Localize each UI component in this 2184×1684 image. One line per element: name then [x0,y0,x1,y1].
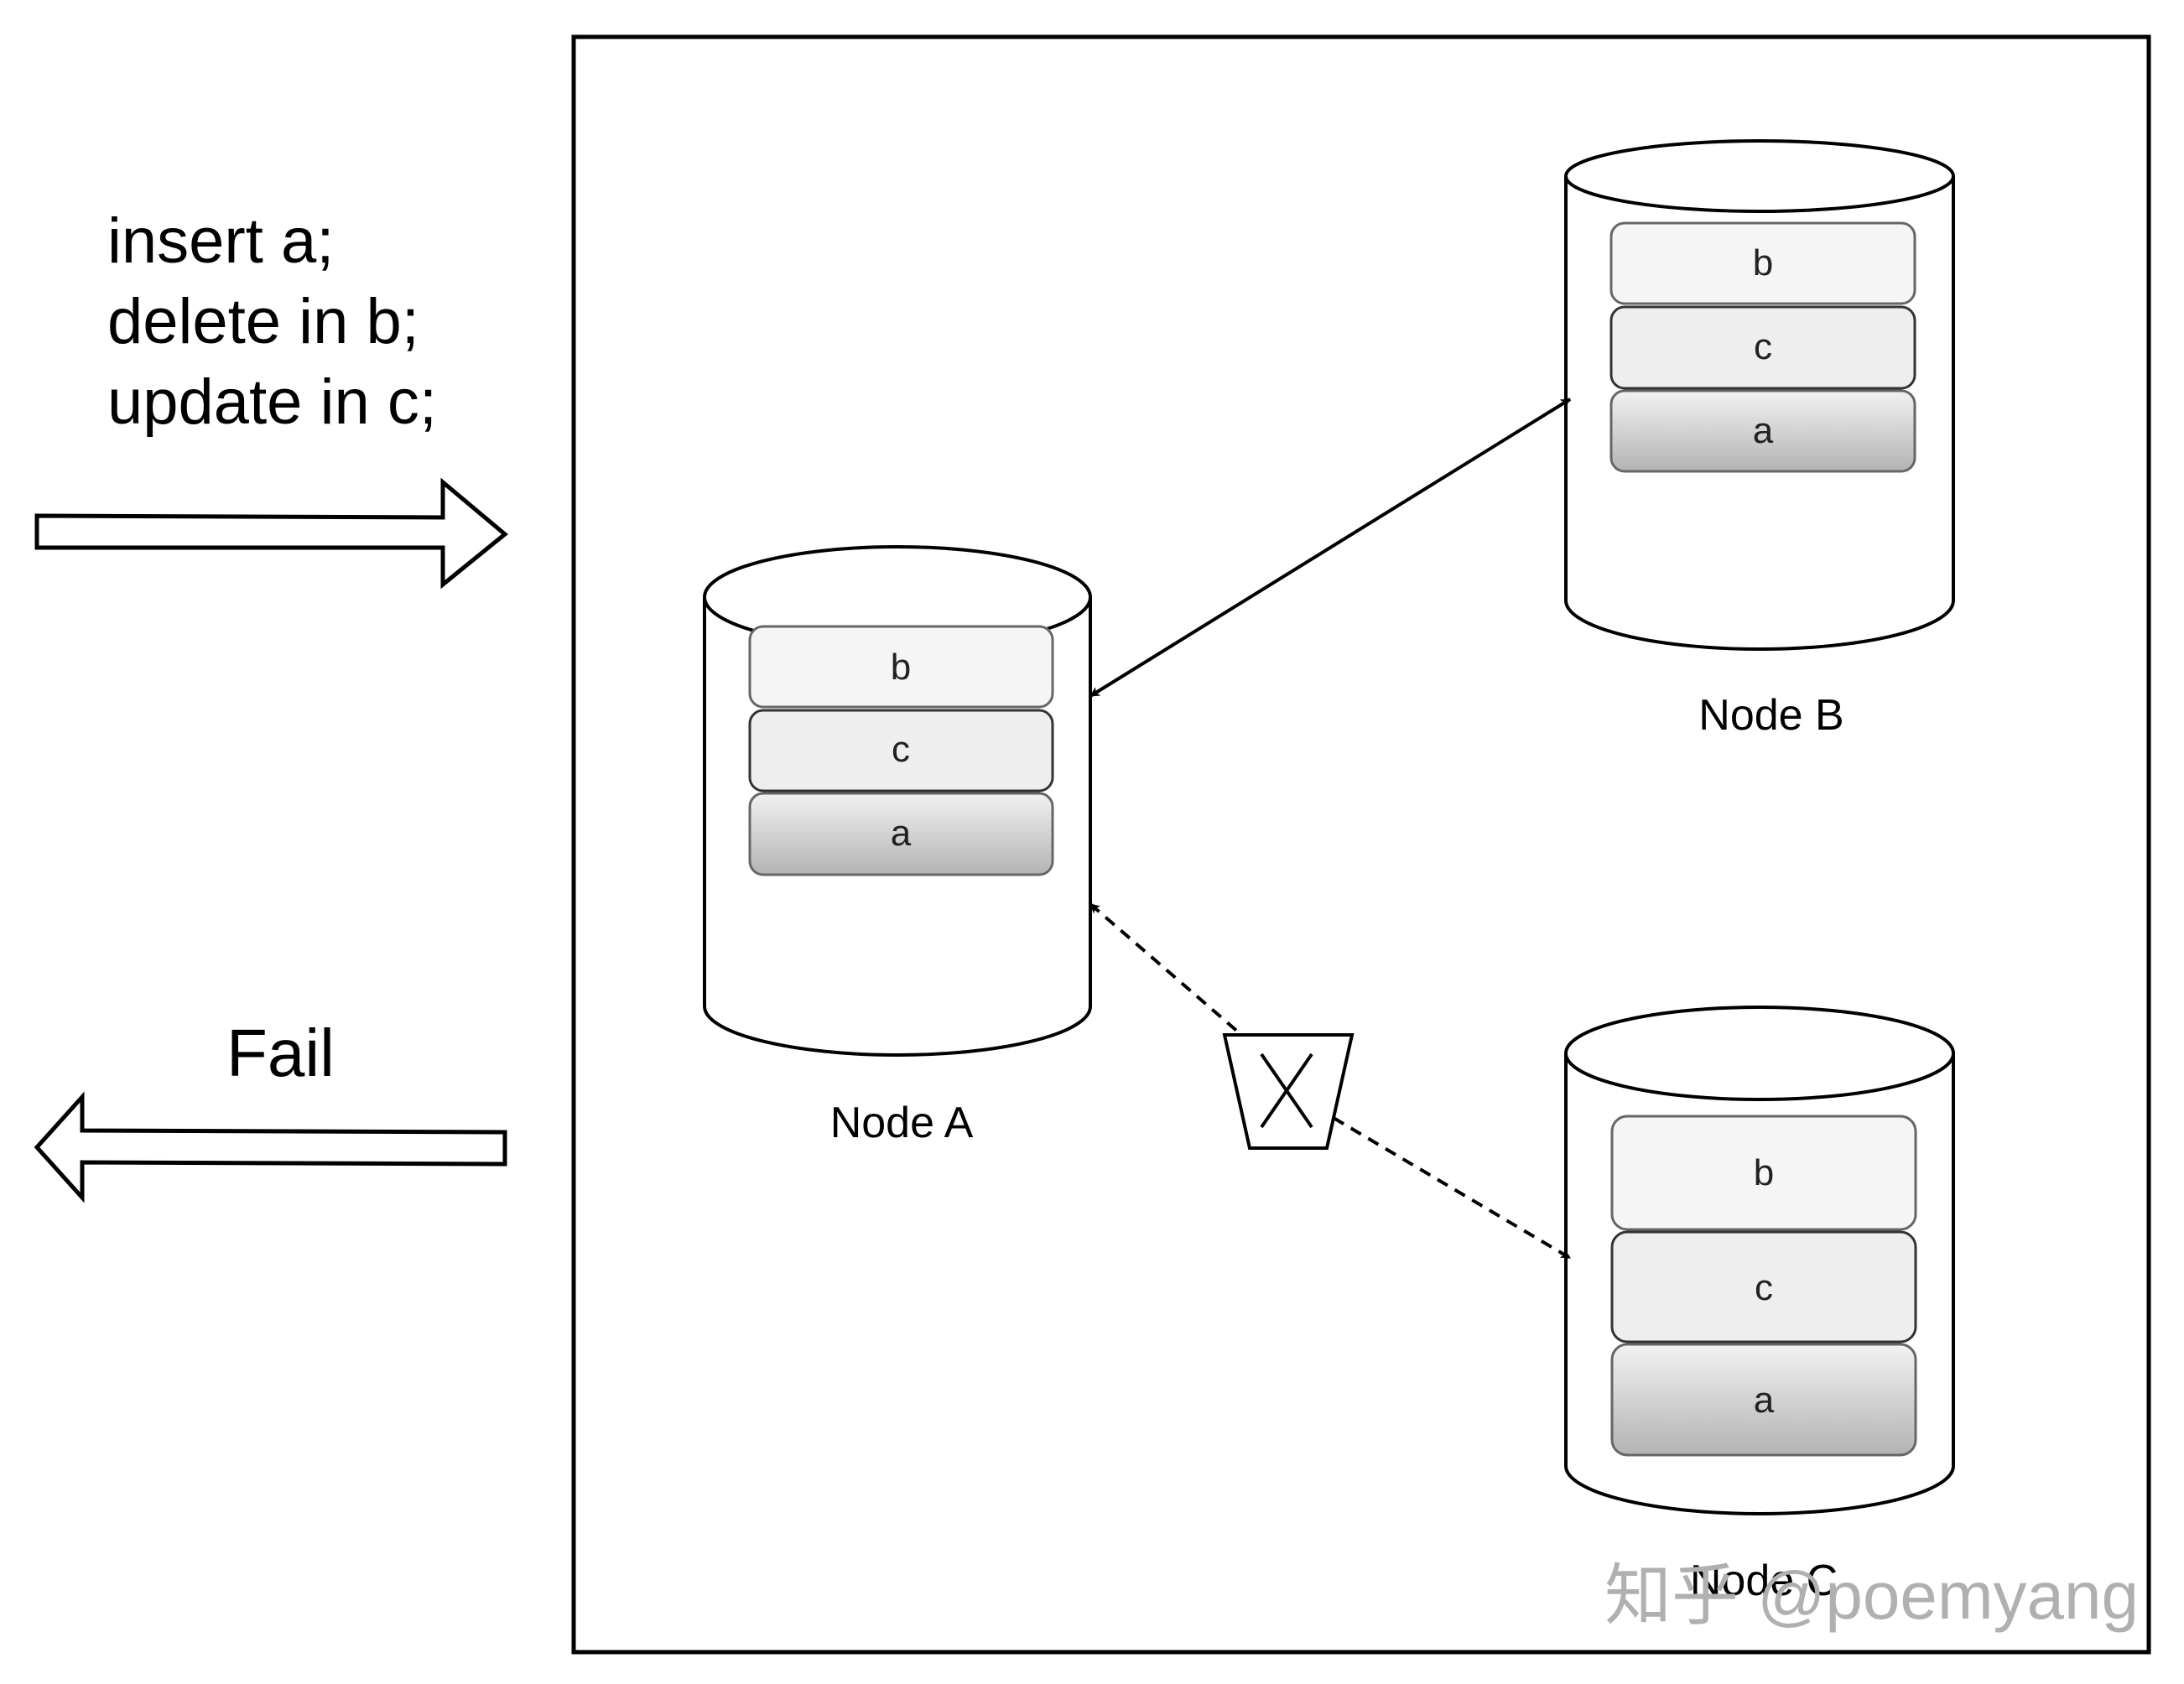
block-label: c [1755,1267,1773,1308]
node-c-block-a: a [1610,1343,1917,1457]
block-label: c [892,729,910,770]
block-label: a [1753,410,1774,451]
fail-label: Fail [226,1016,335,1090]
block-label: b [891,647,911,688]
node-c-label: Node C [1690,1557,1838,1605]
request-arrow-icon [34,477,508,590]
node-a[interactable]: b c a Node A [703,545,1092,1147]
block-label: b [1754,1152,1774,1193]
command-list: insert a; delete in b; update in c; [107,201,437,443]
block-label: a [891,813,912,854]
block-label: a [1754,1380,1775,1421]
node-a-block-c: c [748,709,1054,793]
node-b[interactable]: b c a Node B [1564,139,1955,740]
node-a-block-b: b [748,625,1054,709]
node-b-block-c: c [1609,305,1916,390]
link-a-c-upper [1089,902,1241,1035]
watermark: 知乎 @poemyang [1604,1558,2139,1633]
node-a-label: Node A [830,1099,974,1147]
node-c-block-c: c [1610,1230,1917,1344]
node-c-cylinder-top [1564,1006,1955,1101]
link-a-c-lower [1332,1116,1572,1260]
disconnected-x-icon [1222,1033,1355,1150]
block-label: c [1754,326,1772,367]
node-c[interactable]: b c a Node C [1564,1006,1955,1605]
node-b-cylinder-top [1564,139,1955,213]
link-a-b [1089,398,1572,698]
command-insert: insert a; [107,205,335,277]
node-b-label: Node B [1698,691,1843,740]
node-b-block-b: b [1609,221,1916,305]
node-c-block-b: b [1610,1115,1917,1231]
cluster-frame [571,34,2151,1655]
node-b-block-a: a [1609,389,1916,473]
node-a-block-a: a [748,792,1054,876]
response-arrow-icon [34,1091,507,1203]
command-delete: delete in b; [107,286,419,357]
command-update: update in c; [107,366,437,438]
block-label: b [1753,242,1773,283]
